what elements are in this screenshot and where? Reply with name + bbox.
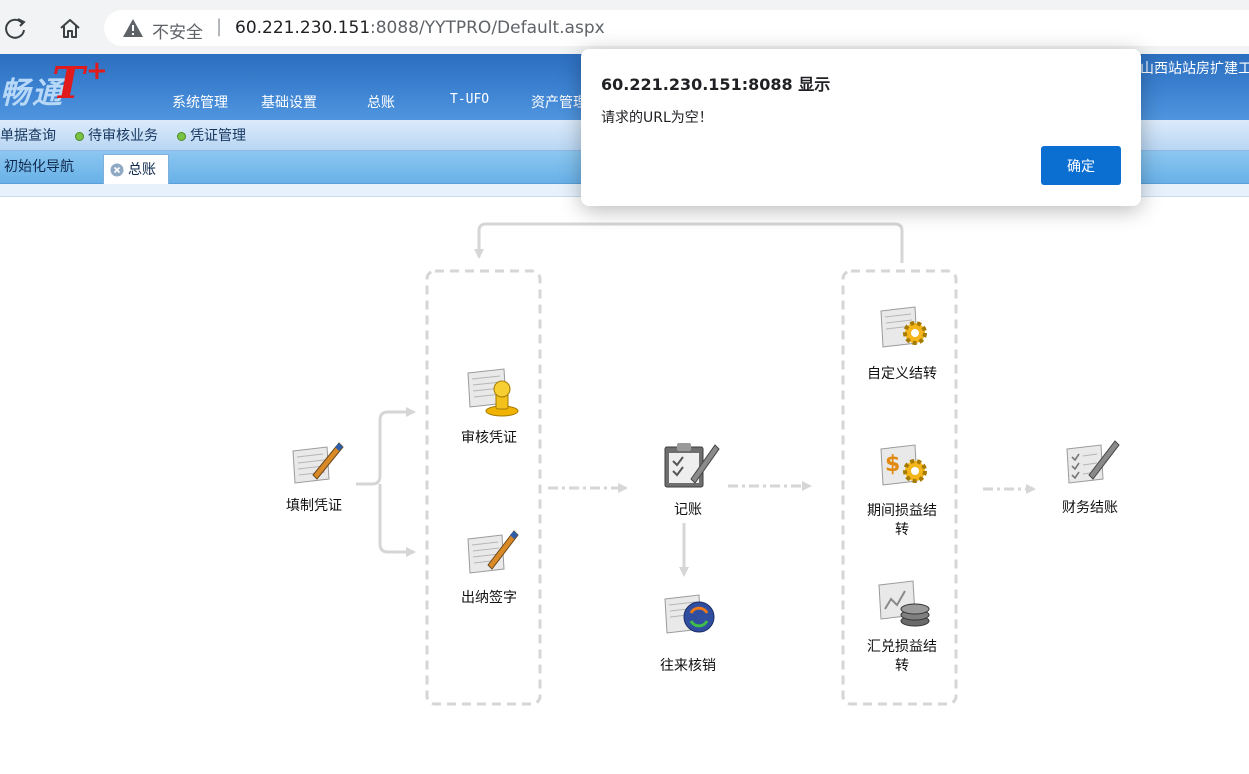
dialog-message: 请求的URL为空！ bbox=[601, 110, 713, 126]
node-label: 出纳签字 bbox=[461, 590, 517, 606]
warning-icon bbox=[123, 19, 143, 37]
node-label-line1: 汇兑损益结 bbox=[867, 639, 937, 655]
node-closing[interactable]: 财务结账 bbox=[1050, 435, 1130, 517]
node-audit-voucher[interactable]: 审核凭证 bbox=[449, 363, 529, 447]
company-title: 山西站站房扩建工 bbox=[1140, 61, 1249, 77]
reload-button[interactable] bbox=[0, 14, 30, 44]
checklist-pen-icon bbox=[1066, 440, 1120, 484]
url-host: 60.221.230.151 bbox=[235, 18, 371, 38]
address-separator: | bbox=[216, 16, 223, 37]
node-label: 记账 bbox=[674, 502, 702, 518]
node-reconcile[interactable]: 往来核销 bbox=[648, 589, 728, 675]
top-menu-basic-settings[interactable]: 基础设置 bbox=[261, 95, 317, 111]
dollar-gear-icon: $ bbox=[880, 444, 927, 486]
node-label-line2: 转 bbox=[895, 522, 909, 538]
node-label: 财务结账 bbox=[1062, 500, 1118, 516]
node-fill-voucher[interactable]: 填制凭证 bbox=[276, 435, 352, 515]
node-label-line2: 转 bbox=[895, 658, 909, 674]
bullet-icon bbox=[177, 131, 186, 141]
node-custom-transfer[interactable]: 自定义结转 bbox=[858, 303, 946, 383]
top-menu-tufo[interactable]: T-UFO bbox=[450, 92, 490, 107]
flow-connectors bbox=[356, 222, 1036, 706]
node-posting[interactable]: 记账 bbox=[648, 435, 728, 519]
home-icon bbox=[60, 19, 80, 38]
submenu-label: 待审核业务 bbox=[88, 128, 158, 144]
submenu-label: 单据查询 bbox=[0, 128, 56, 144]
submenu-document-query[interactable]: 单据查询 bbox=[0, 125, 56, 145]
node-fx-pl-transfer[interactable]: 汇兑损益结 转 bbox=[858, 579, 946, 675]
bullet-icon bbox=[75, 131, 84, 141]
node-period-pl-transfer[interactable]: $ 期间损益结 转 bbox=[858, 441, 946, 539]
home-button[interactable] bbox=[55, 14, 85, 44]
reload-icon bbox=[5, 18, 26, 39]
logo-t: T bbox=[52, 58, 85, 109]
node-label: 自定义结转 bbox=[867, 366, 937, 382]
ok-button[interactable]: 确定 bbox=[1041, 146, 1121, 185]
node-label: 审核凭证 bbox=[461, 430, 517, 446]
top-menu-system[interactable]: 系统管理 bbox=[172, 95, 228, 111]
top-menu-assets[interactable]: 资产管理 bbox=[531, 95, 587, 111]
node-label: 往来核销 bbox=[660, 658, 716, 674]
logo-plus: + bbox=[86, 56, 108, 86]
submenu-voucher-management[interactable]: 凭证管理 bbox=[177, 125, 246, 145]
voucher-stamp-icon bbox=[467, 368, 519, 417]
node-label: 填制凭证 bbox=[286, 498, 342, 514]
sign-pen-icon bbox=[467, 530, 519, 574]
svg-text:$: $ bbox=[885, 452, 900, 477]
general-ledger-flow: 填制凭证 审核凭证 出纳签字 记账 bbox=[0, 197, 1249, 774]
top-menu-general-ledger[interactable]: 总账 bbox=[367, 95, 395, 111]
submenu-pending-review[interactable]: 待审核业务 bbox=[75, 125, 158, 145]
node-label-line1: 期间损益结 bbox=[867, 503, 937, 519]
close-icon[interactable] bbox=[110, 163, 124, 177]
url-path: :8088/YYTPRO/Default.aspx bbox=[370, 18, 605, 38]
tab-init-navigation[interactable]: 初始化导航 bbox=[4, 159, 74, 175]
alert-dialog: 60.221.230.151:8088 显示 请求的URL为空！ 确定 bbox=[581, 49, 1141, 206]
insecure-label[interactable]: 不安全 bbox=[152, 23, 203, 43]
browser-toolbar: 不安全 | 60.221.230.151 :8088/YYTPRO/Defaul… bbox=[0, 0, 1249, 54]
tab-label: 总账 bbox=[128, 162, 156, 178]
logo: 畅通 bbox=[0, 76, 64, 111]
tab-general-ledger[interactable]: 总账 bbox=[103, 154, 169, 184]
address-bar[interactable]: 不安全 | 60.221.230.151 :8088/YYTPRO/Defaul… bbox=[104, 10, 1249, 46]
chart-coins-icon bbox=[878, 580, 930, 627]
clipboard-pen-icon bbox=[664, 443, 720, 488]
submenu-label: 凭证管理 bbox=[190, 128, 246, 144]
document-gear-icon bbox=[880, 306, 927, 348]
node-cashier-sign[interactable]: 出纳签字 bbox=[449, 523, 529, 607]
reconcile-icon bbox=[664, 594, 715, 634]
voucher-pen-icon bbox=[292, 442, 344, 484]
dialog-title: 60.221.230.151:8088 显示 bbox=[601, 75, 831, 94]
